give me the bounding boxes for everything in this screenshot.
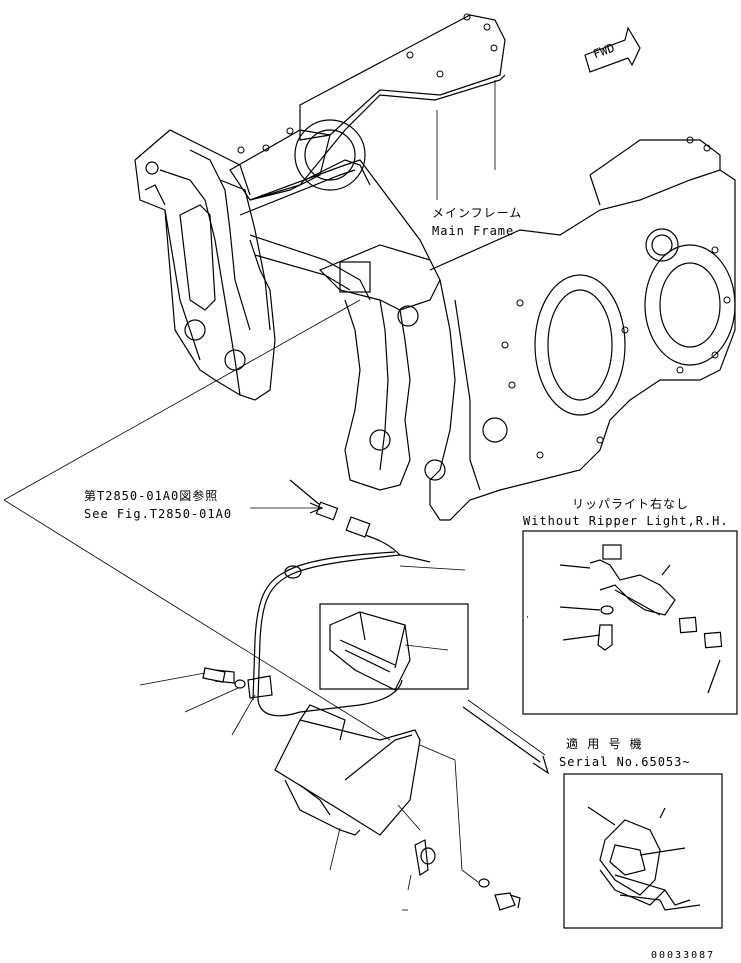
bolt-lower-right <box>478 878 521 911</box>
lamp-bracket <box>274 704 421 836</box>
frame-bolt-holes <box>237 13 731 459</box>
lamp-drawing <box>329 611 411 691</box>
serial-label-ja: 適 用 号 機 <box>566 737 643 751</box>
bolt-washer-left <box>202 667 246 689</box>
variant-harness <box>527 544 723 694</box>
reference-leader-lower <box>3 499 391 741</box>
reference-label-ja: 第T2850-01A0図参照 <box>84 489 219 503</box>
variant-label-ja: リッパライト右なし <box>572 497 690 511</box>
main-frame-label-ja: メインフレーム <box>432 206 523 220</box>
main-frame-label-en: Main Frame <box>432 224 515 238</box>
reference-leader-upper <box>3 299 361 501</box>
nut-washer-right <box>414 839 436 876</box>
fwd-arrow-shape <box>584 26 641 73</box>
variant-box-frame <box>522 530 738 715</box>
wiring-harness <box>247 479 431 717</box>
reference-label-en: See Fig.T2850-01A0 <box>84 507 233 521</box>
variant-label-en: Without Ripper Light,R.H. <box>523 514 729 528</box>
lamp-detail-box <box>319 603 469 690</box>
serial-box-frame <box>563 773 723 929</box>
serial-lamp-drawing <box>587 806 701 911</box>
serial-label-en: Serial No.65053~ <box>559 755 691 769</box>
main-frame-drawing <box>134 14 736 521</box>
drawing-code: 00033087 <box>651 950 716 961</box>
variant-arrow-line <box>462 706 541 763</box>
